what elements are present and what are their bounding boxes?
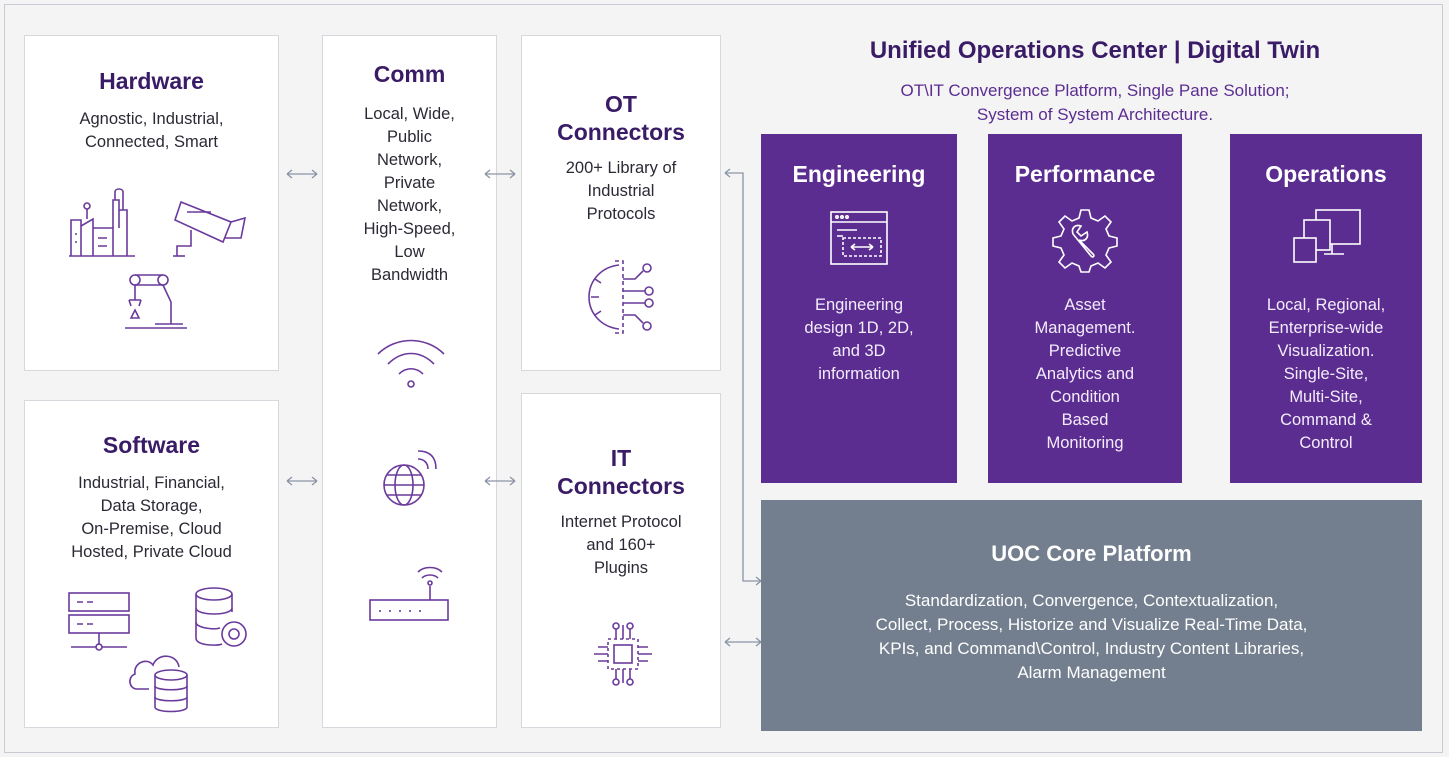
performance-desc-line: Management. — [1034, 319, 1136, 337]
hardware-desc-line: Connected, Smart — [85, 133, 218, 151]
hardware-desc-line: Agnostic, Industrial, — [79, 110, 224, 128]
comm-title: Comm — [373, 61, 446, 87]
operations-desc: Local, Regional, Enterprise-wide Visuali… — [1230, 294, 1422, 455]
performance-desc-line: Monitoring — [1046, 434, 1124, 452]
engineering-desc: Engineering design 1D, 2D, and 3D inform… — [761, 294, 957, 386]
comm-desc-line: Local, Wide, — [364, 105, 455, 123]
engineering-desc-line: information — [818, 365, 900, 383]
core-desc-line: KPIs, and Command\Control, Industry Cont… — [878, 639, 1305, 658]
gear-circuit-icon — [585, 259, 659, 335]
performance-desc: Asset Management. Predictive Analytics a… — [988, 294, 1182, 455]
core-desc-line: Alarm Management — [1017, 663, 1166, 682]
comm-desc-line: Bandwidth — [370, 266, 449, 284]
performance-title: Performance — [1014, 161, 1156, 187]
blueprint-window-icon — [829, 210, 889, 266]
performance-desc-line: Based — [1061, 411, 1109, 429]
multi-screen-icon — [1292, 208, 1362, 268]
operations-desc-line: Visualization. — [1277, 342, 1375, 360]
core-desc: Standardization, Convergence, Contextual… — [761, 589, 1422, 685]
operations-card: Operations Local, Regional, Enterprise-w… — [1230, 134, 1422, 483]
gear-wrench-icon — [1051, 206, 1119, 274]
hardware-title: Hardware — [99, 68, 204, 94]
software-desc-line: On-Premise, Cloud — [81, 520, 222, 538]
it-desc-line: and 160+ — [586, 536, 656, 554]
security-camera-icon — [171, 198, 249, 258]
software-title: Software — [102, 432, 201, 458]
operations-desc-line: Single-Site, — [1283, 365, 1369, 383]
engineering-desc-line: and 3D — [832, 342, 886, 360]
comm-desc-line: Network, — [376, 151, 443, 169]
server-icon — [67, 591, 131, 653]
cloud-database-icon — [125, 649, 209, 715]
software-card: Software Industrial, Financial, Data Sto… — [24, 400, 279, 728]
engineering-desc-line: Engineering — [814, 296, 904, 314]
it-title-line: Connectors — [557, 473, 685, 499]
operations-desc-line: Enterprise-wide — [1268, 319, 1384, 337]
ot-core-arrow — [724, 168, 762, 586]
comm-card: Comm Local, Wide, Public Network, Privat… — [322, 35, 497, 728]
engineering-desc-line: design 1D, 2D, — [804, 319, 914, 337]
ot-desc-line: Industrial — [587, 182, 655, 200]
operations-desc-line: Control — [1299, 434, 1353, 452]
performance-desc-line: Condition — [1050, 388, 1120, 406]
hardware-comm-arrow — [286, 169, 318, 179]
comm-it-arrow — [484, 476, 516, 486]
it-desc-line: Internet Protocol — [560, 513, 682, 531]
performance-desc-line: Analytics and — [1035, 365, 1135, 383]
ot-desc-line: Protocols — [586, 205, 656, 223]
wifi-icon — [376, 338, 446, 390]
core-desc-line: Standardization, Convergence, Contextual… — [904, 591, 1279, 610]
engineering-card: Engineering Engineering design 1D, 2D, a… — [761, 134, 957, 483]
operations-title: Operations — [1265, 161, 1387, 187]
diagram-frame: Hardware Agnostic, Industrial, Connected… — [4, 4, 1443, 753]
it-core-arrow — [724, 637, 762, 647]
software-desc-line: Data Storage, — [100, 497, 203, 515]
database-gear-icon — [192, 586, 252, 652]
ot-connectors-card: OT Connectors 200+ Library of Industrial… — [521, 35, 721, 371]
operations-desc-line: Command & — [1280, 411, 1372, 429]
ot-desc-line: 200+ Library of — [565, 159, 677, 177]
performance-card: Performance Asset Management. Predictive… — [988, 134, 1182, 483]
operations-desc-line: Local, Regional, — [1266, 296, 1386, 314]
ot-title-line: Connectors — [557, 119, 685, 145]
comm-desc-line: Network, — [376, 197, 443, 215]
comm-desc-line: Private — [383, 174, 436, 192]
comm-desc-line: High-Speed, — [363, 220, 456, 238]
factory-icon — [67, 186, 137, 258]
software-desc-line: Hosted, Private Cloud — [71, 543, 232, 561]
ot-title-line: OT — [605, 91, 637, 117]
robotic-arm-icon — [121, 272, 191, 332]
it-desc-line: Plugins — [593, 559, 649, 577]
comm-desc-line: Public — [387, 128, 432, 146]
core-title: UOC Core Platform — [991, 541, 1192, 566]
uoc-title: Unified Operations Center | Digital Twin — [869, 37, 1321, 64]
uoc-subtitle: OT\IT Convergence Platform, Single Pane … — [765, 79, 1425, 127]
core-desc-line: Collect, Process, Historize and Visualiz… — [875, 615, 1308, 634]
operations-desc-line: Multi-Site, — [1289, 388, 1363, 406]
comm-ot-arrow — [484, 169, 516, 179]
router-icon — [368, 564, 450, 624]
software-comm-arrow — [286, 476, 318, 486]
comm-desc-line: Low — [394, 243, 425, 261]
performance-desc-line: Predictive — [1048, 342, 1122, 360]
uoc-subtitle-line: System of System Architecture. — [976, 105, 1214, 124]
chip-icon — [590, 619, 656, 689]
hardware-card: Hardware Agnostic, Industrial, Connected… — [24, 35, 279, 371]
globe-signal-icon — [378, 445, 446, 509]
uoc-subtitle-line: OT\IT Convergence Platform, Single Pane … — [900, 81, 1290, 100]
software-desc-line: Industrial, Financial, — [78, 474, 225, 492]
it-connectors-card: IT Connectors Internet Protocol and 160+… — [521, 393, 721, 728]
engineering-title: Engineering — [792, 161, 926, 187]
it-title-line: IT — [610, 445, 632, 471]
uoc-core-platform: UOC Core Platform Standardization, Conve… — [761, 500, 1422, 731]
performance-desc-line: Asset — [1064, 296, 1106, 314]
